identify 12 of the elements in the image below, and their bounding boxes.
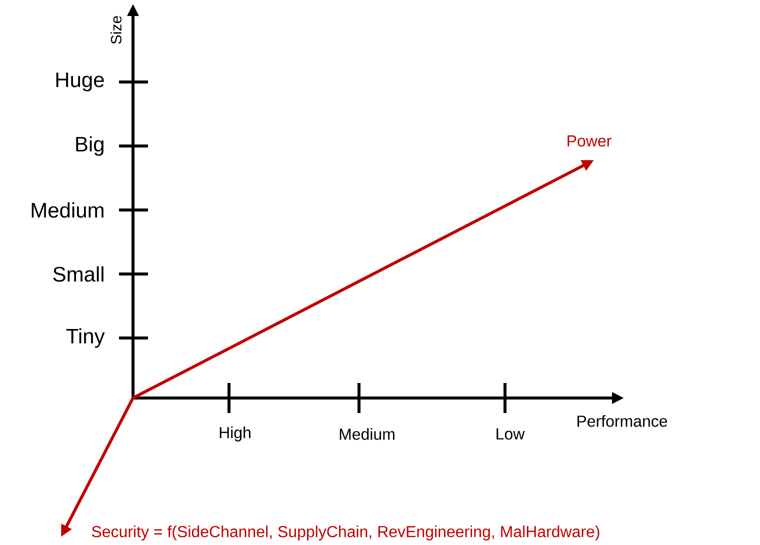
tick-label: Small bbox=[53, 266, 104, 282]
tick-label: High bbox=[220, 426, 250, 442]
tick-label: Medium bbox=[32, 202, 104, 218]
tick-label: Medium bbox=[340, 428, 394, 440]
axis-label: Size bbox=[110, 16, 122, 44]
axis-label: Security = f(SideChannel, SupplyChain, RevEngineering, MalHardware) bbox=[92, 526, 600, 540]
tick-label: Big bbox=[76, 136, 104, 156]
tick-label: Huge bbox=[56, 72, 104, 92]
tick-label: Tiny bbox=[66, 328, 105, 348]
axis-label: Power bbox=[568, 135, 612, 147]
tick-label: Low bbox=[496, 428, 525, 440]
axis-label: Performance bbox=[578, 415, 668, 427]
